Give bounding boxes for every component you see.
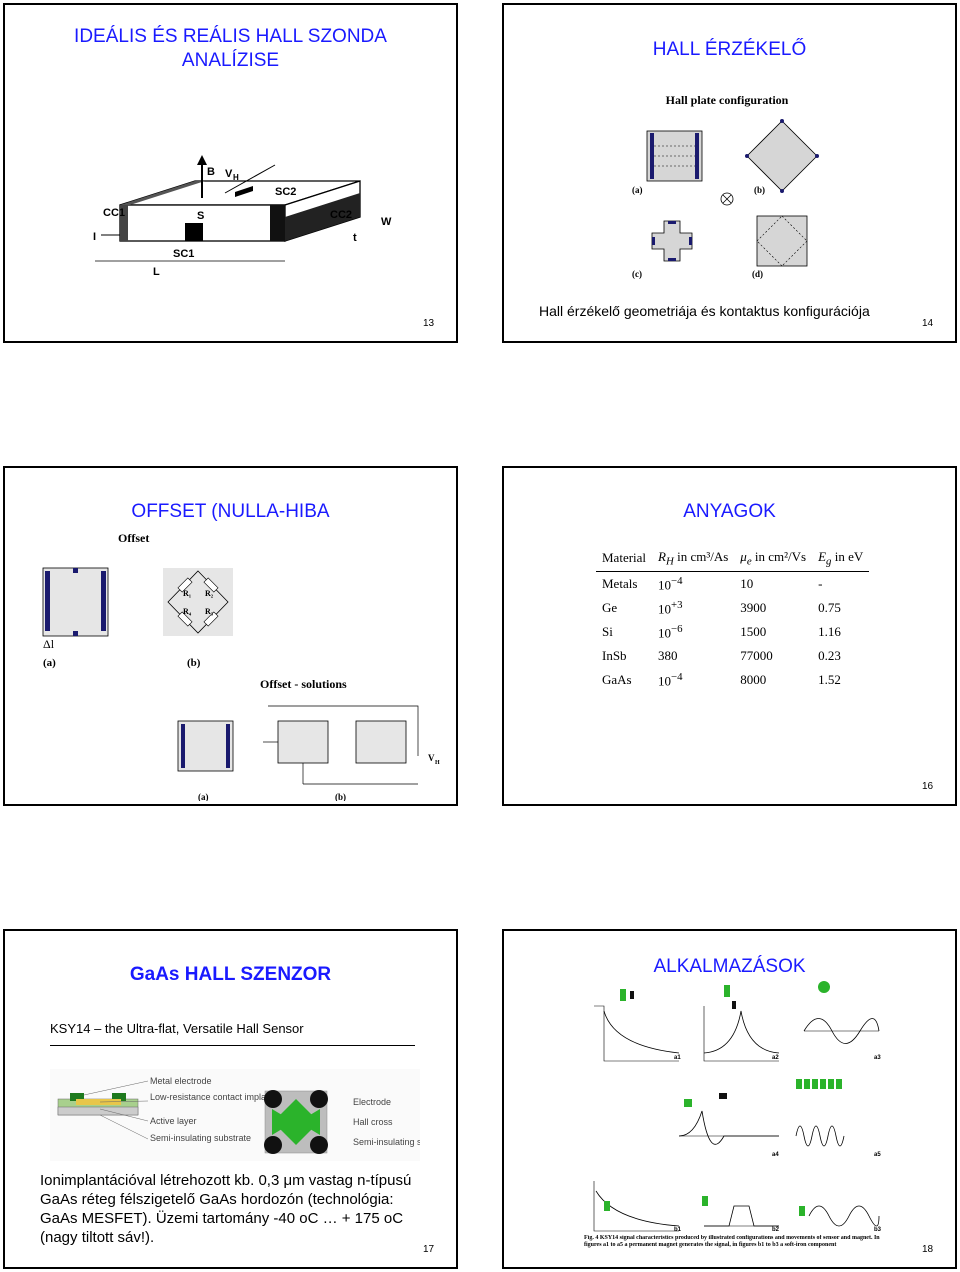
table-row: Ge 10+3 3900 0.75 xyxy=(602,598,841,617)
layer-label-3: Active layer xyxy=(150,1116,197,1126)
label-bottom-b: (b) xyxy=(335,792,346,801)
layer-label-2: Low-resistance contact implantation xyxy=(150,1092,293,1102)
slide-title: ANYAGOK xyxy=(683,501,776,522)
applications-figure: a1 a2 a3 a4 a5 xyxy=(584,981,884,1263)
label-b: B xyxy=(207,166,215,178)
slide-13: IDEÁLIS ÉS REÁLIS HALL SZONDA ANALÍZISE … xyxy=(3,3,458,343)
panel-a4: a4 xyxy=(772,1152,779,1158)
label-top-b: (b) xyxy=(187,657,201,669)
label-d: (d) xyxy=(752,269,763,279)
panel-a5: a5 xyxy=(874,1152,881,1158)
label-w: W xyxy=(381,216,392,228)
delta-l: Δl xyxy=(43,637,55,651)
label-cc1: CC1 xyxy=(103,207,125,219)
vh-sub: H xyxy=(435,760,440,766)
label-l: L xyxy=(153,266,160,278)
header-mu: μe in cm²/Vs xyxy=(734,546,813,572)
vh-label: V xyxy=(428,753,435,763)
panel-a1: a1 xyxy=(674,1055,681,1061)
solutions-title: Offset - solutions xyxy=(260,677,347,691)
panel-b1: b1 xyxy=(674,1227,682,1233)
subtitle: KSY14 – the Ultra-flat, Versatile Hall S… xyxy=(50,1021,304,1036)
label-b: (b) xyxy=(754,185,765,195)
r2: R₂ xyxy=(205,589,214,598)
layer-label-1: Metal electrode xyxy=(150,1076,212,1086)
slide-title: GaAs HALL SZENZOR xyxy=(129,964,332,985)
cross-label-3: Semi-insulating substrate xyxy=(353,1137,420,1147)
table-row: GaAs 10−4 8000 1.52 xyxy=(602,670,841,688)
panel-b2: b2 xyxy=(772,1227,780,1233)
page-number: 16 xyxy=(922,781,934,792)
r4: R₄ xyxy=(183,607,192,616)
label-t: t xyxy=(353,232,357,244)
page-number: 13 xyxy=(423,318,435,329)
label-bottom-a: (a) xyxy=(198,792,209,801)
table-row: Si 10−6 1500 1.16 xyxy=(602,623,841,641)
header-material: Material xyxy=(596,546,653,572)
applications-caption: Fig. 4 KSY14 signal characteristics prod… xyxy=(584,1235,880,1248)
slide-18: ALKALMAZÁSOK a1 a2 a3 a4 xyxy=(502,929,957,1269)
hall-probe-figure: B V H SC2 CC1 S CC2 W I t SC1 L xyxy=(85,153,435,283)
label-c: (c) xyxy=(632,269,642,279)
cross-label-2: Hall cross xyxy=(353,1117,393,1127)
offset-figure: Offset Δl (a) R₁ R₂ R₄ R₃ (b) Offset - s… xyxy=(23,526,443,802)
slide-14: HALL ÉRZÉKELŐ Hall plate configuration (… xyxy=(502,3,957,343)
label-cc2: CC2 xyxy=(330,209,352,221)
slide-15: OFFSET (NULLA-HIBA Offset Δl (a) R₁ R₂ R… xyxy=(3,466,458,806)
r3: R₃ xyxy=(205,607,214,616)
label-a: (a) xyxy=(632,185,643,195)
gaas-sensor-figure: Metal electrode Low-resistance contact i… xyxy=(50,1069,454,1161)
slide-16: ANYAGOK Material RH in cm³/As μe in cm²/… xyxy=(502,466,957,806)
label-vh: V xyxy=(225,168,233,180)
hall-plate-configuration-figure: Hall plate configuration (a) (b) (c) xyxy=(622,91,832,281)
slide-title: IDEÁLIS ÉS REÁLIS HALL SZONDA ANALÍZISE xyxy=(74,26,387,71)
body-text: Ionimplantációval létrehozott kb. 0,3 μm… xyxy=(40,1172,412,1246)
page-number: 17 xyxy=(423,1244,435,1255)
label-vh-sub: H xyxy=(233,173,239,182)
panel-a2: a2 xyxy=(772,1055,779,1061)
page-number: 14 xyxy=(922,318,934,329)
figure-title: Hall plate configuration xyxy=(666,93,789,107)
slide-title: HALL ÉRZÉKELŐ xyxy=(652,39,807,60)
panel-b3: b3 xyxy=(874,1227,882,1233)
slide-title: OFFSET (NULLA-HIBA xyxy=(131,501,330,522)
label-s: S xyxy=(197,210,204,222)
table-row: Metals 10−4 10 - xyxy=(602,574,823,592)
page-number: 18 xyxy=(922,1244,934,1255)
panel-a3: a3 xyxy=(874,1055,881,1061)
label-sc2: SC2 xyxy=(275,186,296,198)
r1: R₁ xyxy=(183,589,192,598)
label-i: I xyxy=(93,231,96,243)
table-header: Material RH in cm³/As μe in cm²/Vs Eg in… xyxy=(596,546,870,572)
layer-label-4: Semi-insulating substrate xyxy=(150,1133,251,1143)
label-sc1: SC1 xyxy=(173,248,194,260)
materials-table: Material RH in cm³/As μe in cm²/Vs Eg in… xyxy=(596,546,870,692)
figure-caption: Hall érzékelő geometriája és kontaktus k… xyxy=(539,303,870,319)
label-top-a: (a) xyxy=(43,657,56,669)
header-rh: RH in cm³/As xyxy=(652,546,735,572)
slide-17: GaAs HALL SZENZOR KSY14 – the Ultra-flat… xyxy=(3,929,458,1269)
table-row: InSb 380 77000 0.23 xyxy=(602,648,841,664)
divider xyxy=(50,1045,415,1046)
slide-title: ALKALMAZÁSOK xyxy=(653,956,806,977)
header-eg: Eg in eV xyxy=(812,546,870,572)
offset-title: Offset xyxy=(118,531,149,545)
cross-label-1: Electrode xyxy=(353,1097,391,1107)
